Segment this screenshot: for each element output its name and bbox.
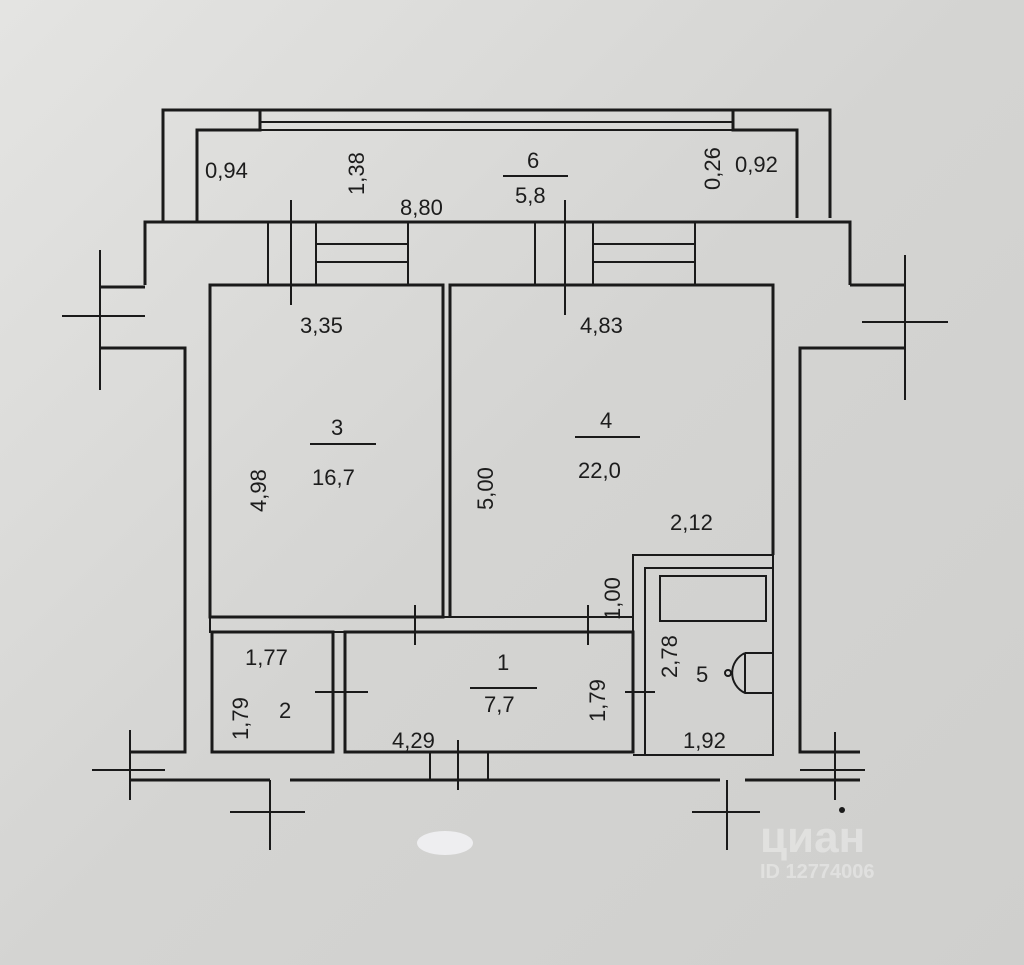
room3-length: 4,98 xyxy=(246,469,271,512)
balcony-length: 8,80 xyxy=(400,195,443,220)
blurred-mark xyxy=(417,831,473,855)
room4-length: 5,00 xyxy=(473,467,498,510)
room5-length: 2,78 xyxy=(657,635,682,678)
balcony-area: 5,8 xyxy=(515,183,546,208)
room1-length: 4,29 xyxy=(392,728,435,753)
room2-length: 1,79 xyxy=(228,697,253,740)
watermark-brand: циан xyxy=(760,813,865,862)
dimension-labels: 0,94 1,38 8,80 6 5,8 0,26 0,92 3,35 3 16… xyxy=(205,147,778,753)
balcony-number: 6 xyxy=(527,148,539,173)
exterior-walls xyxy=(62,220,948,850)
room5-width: 1,92 xyxy=(683,728,726,753)
room3-width: 3,35 xyxy=(300,313,343,338)
room4-area: 22,0 xyxy=(578,458,621,483)
room4-width: 4,83 xyxy=(580,313,623,338)
balcony-walls xyxy=(161,108,832,222)
room3-number: 3 xyxy=(331,415,343,440)
balcony-left-depth: 1,38 xyxy=(344,152,369,195)
room4-niche-width: 2,12 xyxy=(670,510,713,535)
room1-area: 7,7 xyxy=(484,692,515,717)
room1-width: 1,79 xyxy=(585,679,610,722)
balcony-right-depth: 0,26 xyxy=(700,147,725,190)
balcony-left-width: 0,94 xyxy=(205,158,248,183)
interior-walls xyxy=(208,175,775,790)
room5-number: 5 xyxy=(696,662,708,687)
room4-number: 4 xyxy=(600,408,612,433)
room1-number: 1 xyxy=(497,650,509,675)
balcony-right-width: 0,92 xyxy=(735,152,778,177)
room2-width: 1,77 xyxy=(245,645,288,670)
windows xyxy=(267,200,696,315)
room4-niche-depth: 1,00 xyxy=(600,577,625,620)
watermark-id: ID 12774006 xyxy=(760,861,875,883)
room3-area: 16,7 xyxy=(312,465,355,490)
room2-number: 2 xyxy=(279,698,291,723)
